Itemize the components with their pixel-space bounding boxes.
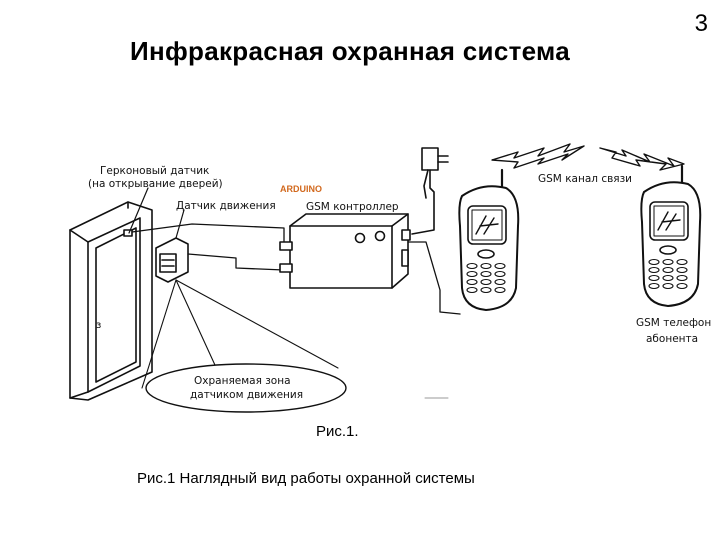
figure-caption: Рис.1 Наглядный вид работы охранной сист… [137,470,475,487]
motion-sensor-label: Датчик движения [176,200,276,212]
gsm-module-phone [458,168,520,311]
gsm-channel-label: GSM канал связи [538,173,632,185]
protected-zone-label-line1: Охраняемая зона [194,375,291,387]
protected-zone-ellipse [145,363,347,413]
gsm-signal-waves [491,143,685,171]
gsm-controller-label: GSM контроллер [306,201,399,213]
subscriber-phone-label-line2: абонента [646,333,698,345]
subscriber-phone-label-line1: GSM телефон [636,317,711,329]
reed-sensor-leader [128,187,149,234]
detection-cone [141,279,339,389]
security-system-diagram: Герконовый датчик (на открывание дверей)… [69,143,711,413]
door-mark: з [96,320,101,331]
slide-number: 3 [694,10,708,37]
figure-reference: Рис.1. [316,423,359,440]
power-adapter [411,147,449,235]
reed-sensor-label-line2: (на открывание дверей) [88,178,223,190]
gsm-controller [279,213,411,289]
motion-sensor-leader [175,209,185,239]
subscriber-phone [640,164,702,307]
motion-sensor [155,237,189,283]
protected-zone-label-line2: датчиком движения [190,389,303,401]
door-illustration [69,201,153,401]
reed-sensor-label-line1: Герконовый датчик [100,165,209,177]
sensor-wires [131,223,285,271]
arduino-label: ARDUINO [280,184,322,194]
slide-title: Инфракрасная охранная система [130,36,570,66]
controller-phone-wire [407,241,461,315]
